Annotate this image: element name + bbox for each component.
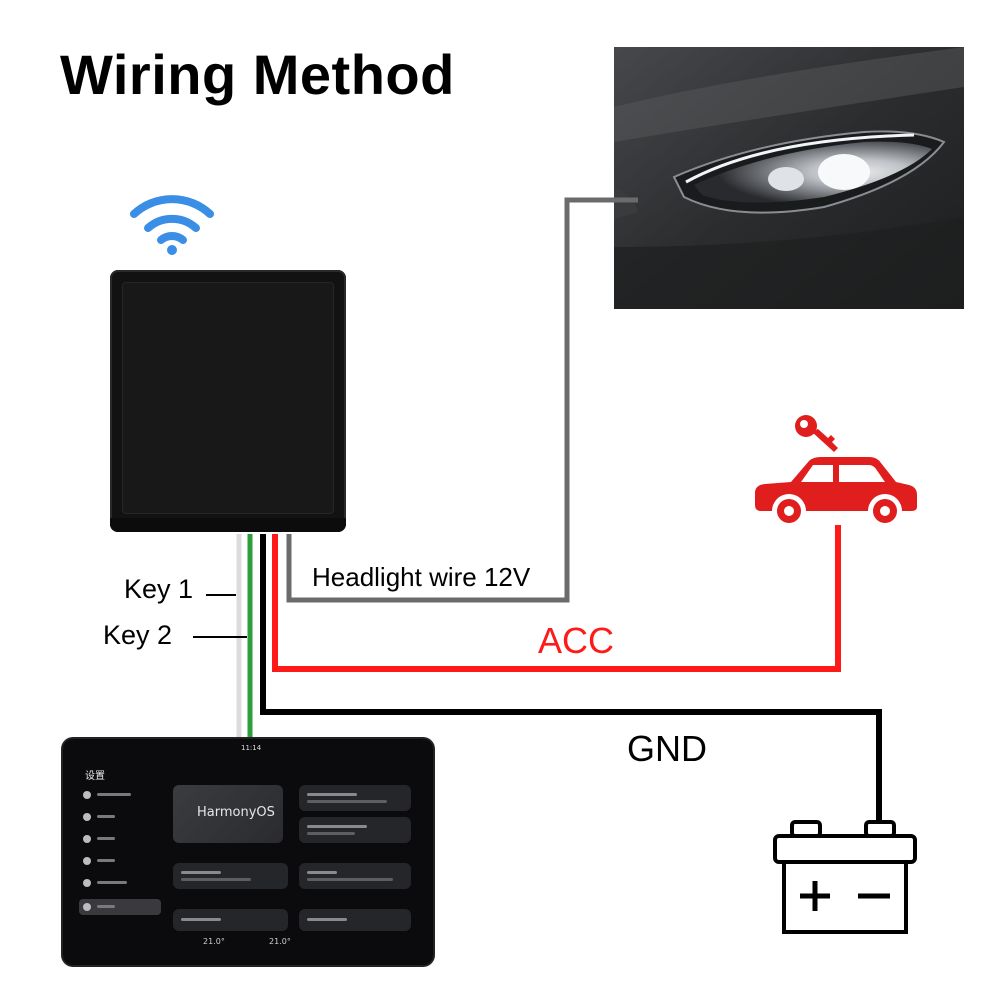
car-headlight-photo bbox=[614, 47, 964, 309]
screen-sidebar-item-active[interactable] bbox=[79, 899, 161, 915]
screen-sidebar-item[interactable] bbox=[79, 875, 161, 891]
screen-os-name: HarmonyOS bbox=[197, 805, 275, 820]
screen-sidebar-item[interactable] bbox=[79, 809, 161, 825]
screen-card[interactable] bbox=[173, 909, 288, 931]
battery-icon bbox=[773, 820, 917, 934]
page-title: Wiring Method bbox=[60, 43, 455, 106]
screen-card[interactable] bbox=[173, 863, 288, 889]
key1-label: Key 1 bbox=[124, 574, 194, 604]
screen-sidebar-item[interactable] bbox=[79, 853, 161, 869]
screen-temp-left[interactable]: 21.0° bbox=[203, 937, 225, 946]
screen-card[interactable] bbox=[299, 909, 411, 931]
acc-label: ACC bbox=[538, 620, 615, 661]
screen-sidebar-item[interactable] bbox=[79, 787, 161, 803]
headlight-wire bbox=[286, 197, 638, 603]
key2-label: Key 2 bbox=[103, 620, 173, 650]
screen-sidebar-item[interactable] bbox=[79, 831, 161, 847]
screen-temp-right[interactable]: 21.0° bbox=[269, 937, 291, 946]
key-icon bbox=[795, 415, 838, 452]
car-icon bbox=[755, 457, 917, 528]
wifi-icon bbox=[130, 195, 214, 255]
control-module bbox=[110, 270, 346, 532]
head-unit-screen: 11:14 设置 HarmonyOS 21.0° 21.0° bbox=[63, 739, 433, 965]
gnd-wire bbox=[260, 534, 882, 826]
screen-settings-title: 设置 bbox=[85, 771, 105, 782]
screen-os-card[interactable]: HarmonyOS bbox=[173, 785, 283, 843]
acc-wire bbox=[272, 525, 841, 672]
screen-time: 11:14 bbox=[241, 744, 262, 752]
screen-card[interactable] bbox=[299, 817, 411, 843]
gnd-label: GND bbox=[627, 728, 707, 769]
headlight-wire-label: Headlight wire 12V bbox=[312, 562, 531, 592]
screen-card[interactable] bbox=[299, 863, 411, 889]
screen-card[interactable] bbox=[299, 785, 411, 811]
